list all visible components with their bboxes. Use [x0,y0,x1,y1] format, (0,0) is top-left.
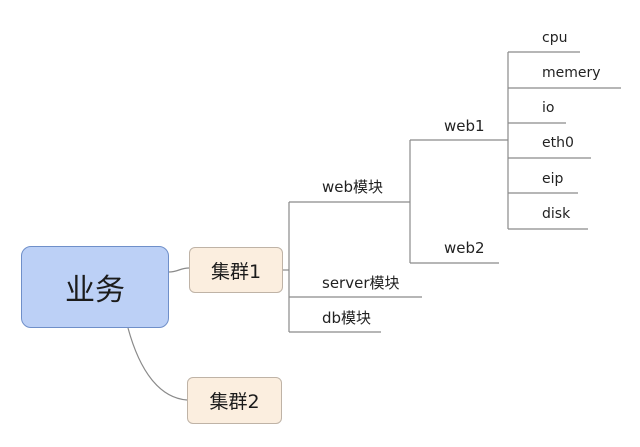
connector-root-cluster2 [127,327,188,401]
web2-node[interactable]: web2 [444,239,485,257]
io-node[interactable]: io [542,100,555,116]
cluster2-node[interactable]: 集群2 [187,377,282,424]
cluster1-label: 集群1 [210,260,262,283]
connector-root-cluster1 [168,267,190,273]
web1-node[interactable]: web1 [444,117,485,135]
cluster2-label: 集群2 [209,391,260,413]
root-label: 业务 [65,273,125,308]
server-module-node[interactable]: server模块 [322,274,400,292]
eip-node[interactable]: eip [542,171,564,187]
web-module-node[interactable]: web模块 [322,178,384,196]
root-node[interactable]: 业务 [21,246,169,328]
eth0-node[interactable]: eth0 [542,135,574,151]
db-module-node[interactable]: db模块 [322,309,372,327]
disk-node[interactable]: disk [542,206,571,222]
memery-node[interactable]: memery [542,65,601,81]
cpu-node[interactable]: cpu [542,30,568,46]
cluster1-node[interactable]: 集群1 [189,247,283,293]
